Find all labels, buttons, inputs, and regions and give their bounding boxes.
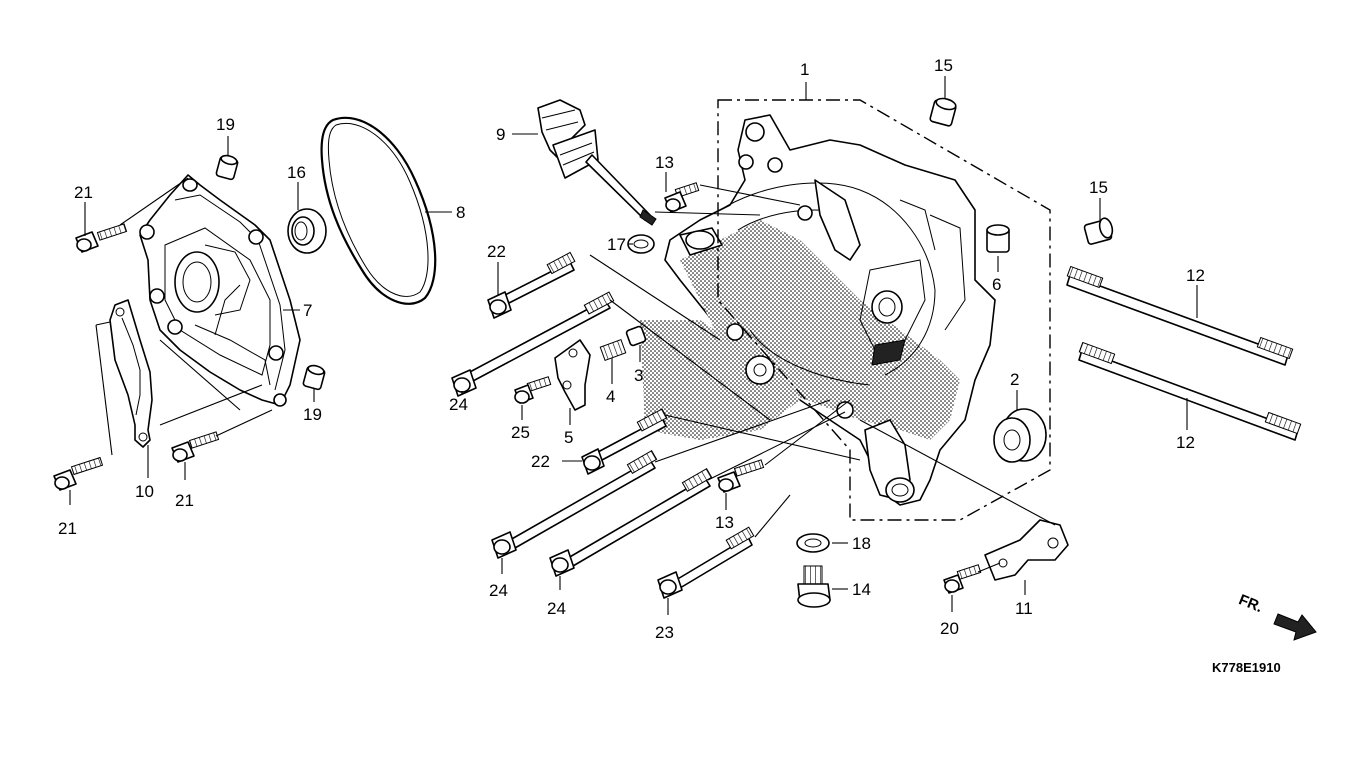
bolt-24-middle [549, 467, 713, 577]
callout-21-left: 21 [58, 519, 77, 538]
callout-labels: 1 2 3 4 5 6 7 8 9 10 11 12 12 13 13 14 1… [58, 56, 1205, 642]
dowel-15-right [1083, 217, 1114, 245]
o-ring-8 [320, 116, 437, 305]
bolt-25 [514, 376, 552, 404]
bracket-10 [109, 299, 153, 448]
pump-cover-7 [139, 174, 301, 407]
callout-17: 17 [607, 235, 626, 254]
callout-22-top: 22 [487, 242, 506, 261]
bolt-21-middle [171, 431, 220, 463]
bolt-13-top [664, 182, 700, 213]
front-direction-arrow: FR. [1236, 591, 1317, 641]
bracket-11 [984, 519, 1069, 581]
callout-19-bottom: 19 [303, 405, 322, 424]
callout-21-top: 21 [74, 183, 93, 202]
stud-12-bottom [1078, 341, 1302, 441]
callout-10: 10 [135, 482, 154, 501]
drain-bolt-14 [797, 565, 831, 608]
callout-12-top: 12 [1186, 266, 1205, 285]
callout-21-middle: 21 [175, 491, 194, 510]
dowel-19-top [215, 154, 239, 181]
callout-15-right: 15 [1089, 178, 1108, 197]
callout-16: 16 [287, 163, 306, 182]
callout-24-top: 24 [449, 395, 468, 414]
callout-2: 2 [1010, 370, 1019, 389]
dipstick-9 [537, 99, 657, 226]
spring-4 [599, 339, 627, 361]
bolt-23 [657, 526, 755, 599]
callout-6: 6 [992, 275, 1001, 294]
callout-9: 9 [496, 125, 505, 144]
dowel-19-bottom [302, 364, 326, 391]
bolt-20 [943, 564, 982, 594]
callout-20: 20 [940, 619, 959, 638]
bolt-24-left [491, 449, 658, 559]
assembly-1-outline [717, 99, 1051, 521]
callout-24-left: 24 [489, 581, 508, 600]
callout-8: 8 [456, 203, 465, 222]
center-leaders [461, 76, 1198, 615]
callout-23: 23 [655, 623, 674, 642]
callout-13-top: 13 [655, 153, 674, 172]
bolt-21-top [75, 223, 128, 253]
bolt-13-bottom [717, 459, 765, 493]
callout-13-bottom: 13 [715, 513, 734, 532]
dowel-15-top [929, 97, 957, 127]
callout-25: 25 [511, 423, 530, 442]
callout-11: 11 [1015, 599, 1033, 618]
callout-24-middle: 24 [547, 599, 566, 618]
stud-12-top [1066, 265, 1294, 366]
direction-label: FR. [1236, 591, 1265, 616]
oil-seal-16 [287, 208, 327, 254]
callout-14: 14 [852, 580, 871, 599]
washer-18 [796, 533, 830, 553]
plate-5 [554, 339, 591, 411]
callout-7: 7 [303, 301, 312, 320]
callout-1: 1 [800, 60, 809, 79]
bolt-21-left [53, 456, 104, 491]
callout-3: 3 [634, 366, 643, 385]
left-leaders [69, 136, 452, 505]
callout-18: 18 [852, 534, 871, 553]
bearing-2 [993, 408, 1047, 463]
bolt-22-upper [487, 251, 576, 319]
dowel-6 [986, 224, 1010, 253]
pin-3 [625, 325, 647, 347]
callout-12-bottom: 12 [1176, 433, 1195, 452]
callout-5: 5 [564, 428, 573, 447]
crankcase-cover-1 [640, 114, 996, 506]
callout-19-top: 19 [216, 115, 235, 134]
bolt-22-lower [581, 408, 668, 475]
callout-4: 4 [606, 387, 615, 406]
callout-22-bottom: 22 [531, 452, 550, 471]
callout-15-top: 15 [934, 56, 953, 75]
bolt-24-upper [451, 291, 615, 397]
diagram-code: K778E1910 [1212, 660, 1281, 675]
